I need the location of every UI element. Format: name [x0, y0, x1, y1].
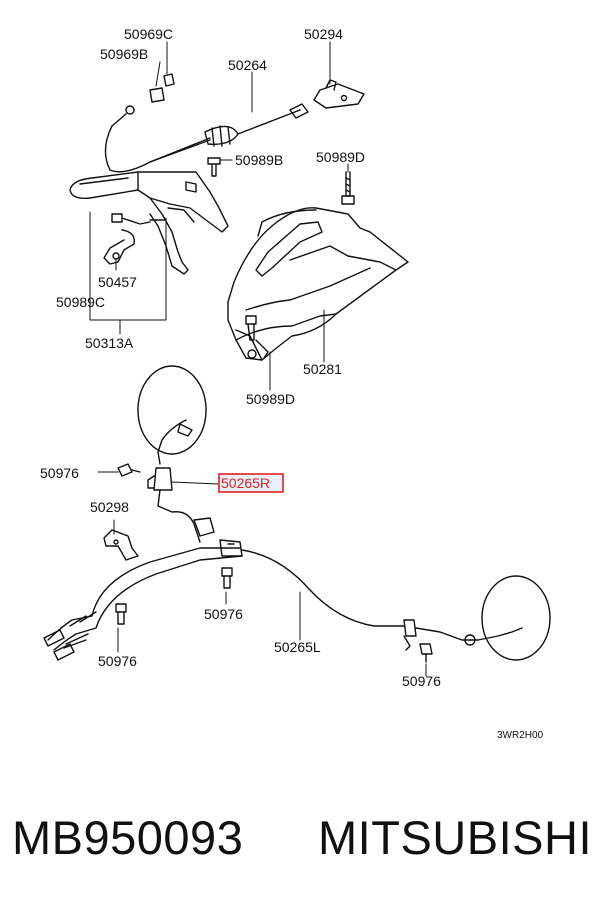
diagram-code: 3WR2H00 — [497, 730, 544, 741]
label-50294: 50294 — [304, 26, 343, 42]
label-50457: 50457 — [98, 274, 137, 290]
label-50976-right: 50976 — [402, 673, 441, 689]
front-brake-cable — [149, 73, 365, 163]
label-50969B: 50969B — [100, 46, 148, 62]
part-number: MB950093 — [12, 810, 244, 864]
bolt-50989D-top — [341, 171, 355, 205]
highlight-box-50265R — [218, 473, 284, 493]
label-50989D-top: 50989D — [316, 149, 365, 165]
label-50969C: 50969C — [124, 26, 173, 42]
bolt-50989B — [207, 157, 221, 177]
label-50989C: 50989C — [56, 294, 105, 310]
label-50989B: 50989B — [235, 152, 283, 168]
label-50281: 50281 — [303, 361, 342, 377]
label-50264: 50264 — [228, 57, 267, 73]
brand-name: MITSUBISHI — [318, 810, 592, 864]
label-50313A: 50313A — [85, 335, 134, 351]
label-50265L: 50265L — [274, 639, 321, 655]
label-50976-left: 50976 — [40, 465, 79, 481]
label-50976-center: 50976 — [204, 606, 243, 622]
parking-brake-parts-diagram: 50969C 50969B 50264 50294 50989B 50989D … — [40, 26, 551, 741]
label-50976-lower-left: 50976 — [98, 653, 137, 669]
leader-lines — [89, 41, 427, 677]
label-50298: 50298 — [90, 499, 129, 515]
brake-lever-assembly — [69, 105, 229, 275]
rear-brake-right — [103, 365, 215, 561]
console-cover — [227, 207, 409, 361]
caption: MB950093 MITSUBISHI — [12, 802, 592, 872]
rear-brake-cables — [43, 539, 551, 663]
label-50265R: 50265R — [221, 475, 270, 491]
label-50989D-bottom: 50989D — [246, 391, 295, 407]
